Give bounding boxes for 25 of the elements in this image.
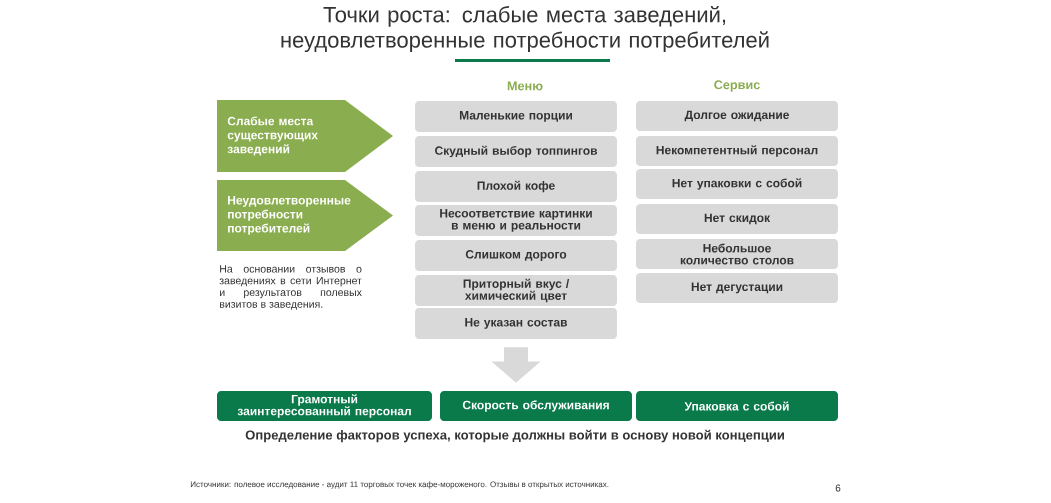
chevron-box: Неудовлетворенные потребности потребителей	[217, 180, 393, 251]
note-text: На основании отзывов о заведениях в сети Интернет и результатов полевых визитов в заведения.	[219, 265, 362, 310]
item-box: Нет упаковки с собой	[636, 169, 838, 199]
page-number: 6	[835, 484, 841, 492]
item-box: Нет дегустации	[636, 273, 838, 303]
chevron-box: Слабые места существующих заведений	[217, 100, 393, 172]
item-box: Маленькие порции	[415, 101, 617, 132]
item-box: Плохой кофе	[415, 171, 617, 202]
source-note: Источники: полевое исследование - аудит 11 торговых точек кафе-мороженого. Отзывы в открытых источниках.	[190, 481, 609, 489]
item-box: Несоответствие картинки в меню и реальности	[415, 205, 617, 236]
factor-box: Скорость обслуживания	[440, 391, 632, 421]
item-box: Некомпетентный персонал	[636, 136, 838, 166]
item-box: Нет скидок	[636, 204, 838, 234]
item-box: Приторный вкус / химический цвет	[415, 275, 617, 306]
node-label: Приторный вкус / химический цвет	[463, 278, 570, 303]
item-box: Не указан состав	[415, 308, 617, 339]
factor-box: Грамотный заинтересованный персонал	[217, 391, 432, 421]
conclusion-text: Определение факторов успеха, которые должны войти в основу новой концепции	[245, 429, 784, 443]
item-box: Скудный выбор топпингов	[415, 136, 617, 167]
factor-box: Упаковка с собой	[636, 391, 838, 421]
item-box: Долгое ожидание	[636, 101, 838, 131]
node-label: Не указан состав	[465, 318, 568, 329]
item-box: Небольшое количество столов	[636, 239, 838, 269]
item-box: Слишком дорого	[415, 240, 617, 271]
title: Точки роста: слабые места заведений, неудовлетворенные потребности потребителей	[281, 5, 769, 53]
